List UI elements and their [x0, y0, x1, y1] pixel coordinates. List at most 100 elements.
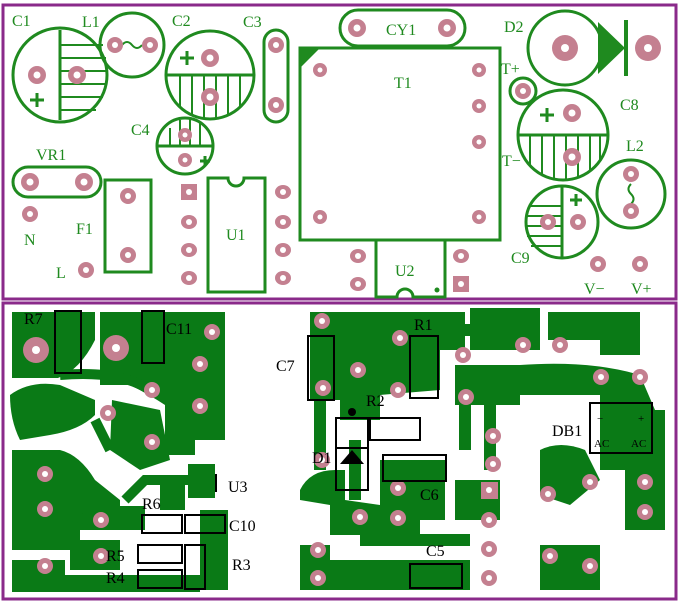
c8-pad-1-hole — [568, 109, 576, 117]
label-c3: C3 — [243, 14, 262, 31]
label-r7: R7 — [24, 311, 43, 328]
l2-coil-mark — [627, 183, 635, 205]
right-smd-outlines — [307, 335, 653, 589]
label-n: N — [24, 232, 36, 249]
left-pads — [23, 324, 220, 574]
label-db1-minus: − — [597, 413, 603, 425]
u2-regulator — [374, 240, 447, 299]
label-r6: R6 — [142, 496, 161, 513]
c1-capacitor — [11, 26, 109, 124]
label-db1-ac-left: AC — [594, 438, 609, 450]
c2-pad-1-hole — [206, 54, 214, 62]
label-l1: L1 — [82, 14, 100, 31]
bottom-panel-frame — [1, 301, 678, 601]
label-c6: C6 — [420, 487, 439, 504]
cy1-pad-2-hole — [443, 24, 451, 32]
top-panel-frame — [1, 3, 678, 301]
l2-inductor — [595, 158, 667, 230]
c9-pad-2-hole — [575, 219, 581, 225]
c2-pad-2-hole — [206, 93, 214, 101]
right-copper-pours — [300, 308, 665, 590]
label-c11: C11 — [166, 321, 192, 338]
f1-pad-1-hole — [125, 193, 131, 199]
c1-pad-2-hole — [73, 71, 81, 79]
label-r2: R2 — [366, 393, 385, 410]
c8-capacitor — [516, 88, 610, 182]
t1-pin1-marker — [300, 48, 320, 68]
label-l: L — [56, 265, 66, 282]
tplus-pad-hole — [520, 88, 526, 94]
bottom-copper-panel: R7 C11 U3 R6 C10 R5 R3 R4 C7 R1 R2 D1 C6… — [1, 301, 678, 601]
label-l2: L2 — [626, 138, 644, 155]
l-pad-hole — [83, 267, 89, 273]
label-vplus: V+ — [631, 281, 652, 298]
t1-transformer — [298, 46, 502, 242]
vplus-pad-hole — [637, 261, 643, 267]
label-c9: C9 — [511, 250, 530, 267]
label-d2: D2 — [504, 19, 524, 36]
l1-pad-2-hole — [147, 42, 153, 48]
label-r3: R3 — [232, 557, 251, 574]
cy1-capacitor — [338, 8, 467, 48]
f1-fuse — [103, 178, 153, 274]
label-c7: C7 — [276, 358, 295, 375]
top-silkscreen-panel: C1 L1 C2 C3 CY1 D2 T1 T+ C8 C4 VR1 T− L2… — [1, 3, 678, 301]
c9-pad-1-hole — [545, 219, 551, 225]
label-c1: C1 — [12, 13, 31, 30]
label-cy1: CY1 — [386, 22, 416, 39]
label-tplus: T+ — [501, 61, 520, 78]
l2-pad-1-hole — [628, 171, 634, 177]
d2-triangle — [598, 22, 625, 74]
label-d1: D1 — [312, 450, 332, 467]
c4-pad-2-hole — [182, 157, 188, 163]
label-vminus: V− — [584, 281, 605, 298]
label-u1: U1 — [226, 227, 246, 244]
label-db1-ac-right: AC — [631, 438, 646, 450]
label-u2: U2 — [395, 263, 415, 280]
label-c4: C4 — [131, 122, 150, 139]
label-f1: F1 — [76, 221, 93, 238]
d2-pad-1-hole — [561, 44, 569, 52]
l1-coil-mark — [121, 41, 143, 49]
f1-pad-2-hole — [125, 252, 131, 258]
c9-capacitor — [524, 184, 600, 260]
r2-marker-dot — [348, 408, 356, 416]
vr1-pad-2-hole — [80, 178, 88, 186]
label-c2: C2 — [172, 13, 191, 30]
label-t1: T1 — [394, 75, 412, 92]
c8-pad-2-hole — [568, 153, 576, 161]
vr1-varistor — [11, 165, 103, 199]
t1-pads — [313, 63, 486, 224]
cy1-pad-1-hole — [353, 24, 361, 32]
l1-pad-1-hole — [112, 42, 118, 48]
d2-pad-2-hole — [644, 44, 652, 52]
vr1-pad-1-hole — [26, 178, 34, 186]
l2-pad-2-hole — [628, 208, 634, 214]
d1-triangle — [340, 450, 364, 464]
label-r4: R4 — [106, 570, 125, 587]
tplus-ring — [508, 76, 538, 106]
right-pads — [310, 313, 653, 586]
label-r1: R1 — [414, 317, 433, 334]
c3-pad-1-hole — [273, 42, 279, 48]
label-u3: U3 — [228, 479, 248, 496]
c3-capacitor — [262, 28, 290, 124]
u1-chip — [206, 176, 267, 294]
u2-pads — [350, 249, 469, 292]
n-pad-hole — [27, 211, 33, 217]
label-c8: C8 — [620, 97, 639, 114]
c4-pad-1-hole — [182, 132, 188, 138]
label-db1-plus: + — [638, 413, 644, 425]
label-tminus: T− — [502, 153, 521, 170]
c1-pad-1-hole — [33, 71, 41, 79]
vminus-pad-hole — [595, 261, 601, 267]
label-c10: C10 — [229, 518, 256, 535]
left-smd-outlines — [54, 310, 226, 590]
u2-dot — [434, 287, 440, 293]
label-db1: DB1 — [552, 423, 582, 440]
l1-inductor — [98, 11, 166, 79]
u1-pads — [181, 184, 291, 285]
c3-pad-2-hole — [273, 102, 279, 108]
label-c5: C5 — [426, 543, 445, 560]
